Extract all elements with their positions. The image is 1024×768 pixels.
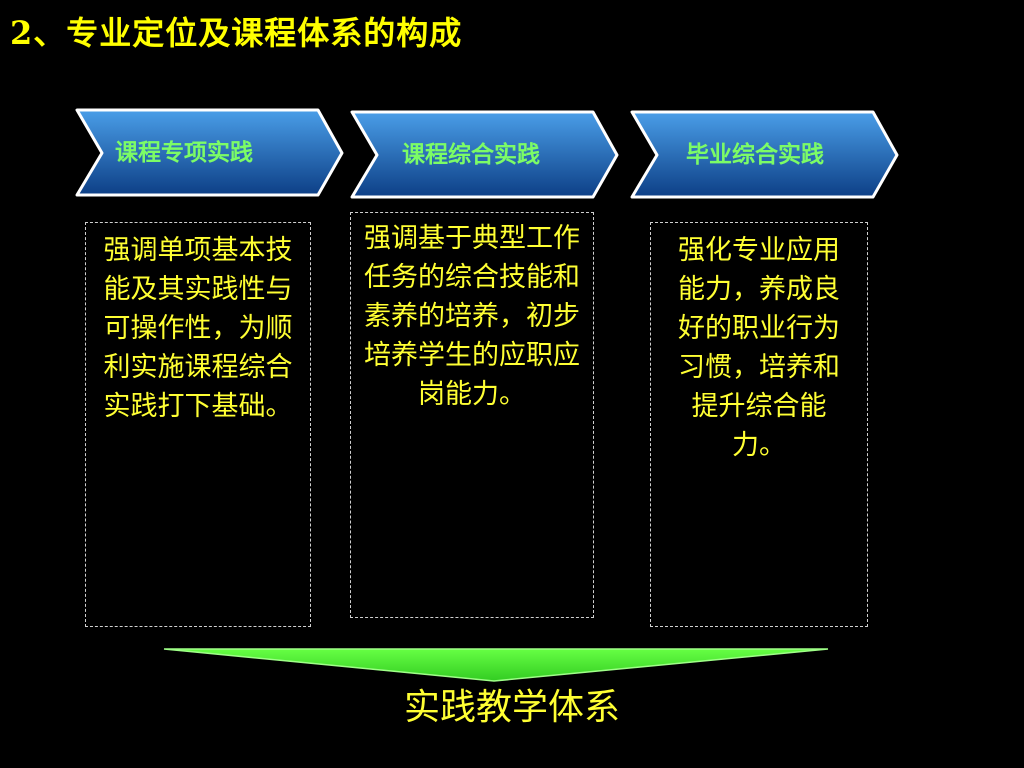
stage-chevron-1: 课程专项实践 — [75, 108, 345, 198]
stage-chevron-3: 毕业综合实践 — [630, 110, 900, 200]
stage-label: 课程综合实践 — [402, 142, 540, 168]
stage-description: 强调基于典型工作任务的综合技能和素养的培养，初步培养学生的应职应岗能力。 — [364, 223, 580, 410]
stage-description: 强化专业应用能力，养成良好的职业行为习惯，培养和提升综合能力。 — [678, 235, 840, 461]
stage-description-box-1: 强调单项基本技能及其实践性与可操作性，为顺利实施课程综合实践打下基础。 — [85, 222, 311, 627]
stage-chevron-2: 课程综合实践 — [350, 110, 620, 200]
page-title: 2、专业定位及课程体系的构成 — [10, 14, 463, 52]
stage-description: 强调单项基本技能及其实践性与可操作性，为顺利实施课程综合实践打下基础。 — [103, 235, 293, 422]
stage-label: 毕业综合实践 — [686, 142, 824, 168]
stage-description-box-2: 强调基于典型工作任务的综合技能和素养的培养，初步培养学生的应职应岗能力。 — [350, 212, 594, 618]
footer-label: 实践教学体系 — [403, 687, 620, 728]
converging-arrow — [163, 648, 829, 682]
stage-label: 课程专项实践 — [115, 140, 253, 166]
stage-description-box-3: 强化专业应用能力，养成良好的职业行为习惯，培养和提升综合能力。 — [650, 222, 868, 627]
